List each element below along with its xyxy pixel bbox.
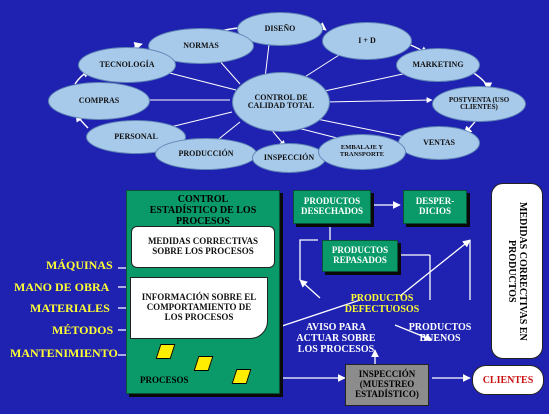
clientes-box: CLIENTES xyxy=(472,365,544,395)
embalaje-label: EMBALAJE Y TRANSPORTE xyxy=(339,144,385,158)
input-metodos: MÉTODOS xyxy=(52,323,114,337)
desperdicios-box: DESPER-DICIOS xyxy=(403,190,467,224)
ellipse-produccion: PRODUCCIÓN xyxy=(155,138,257,170)
ellipse-inspeccion: INSPECCIÓN xyxy=(252,143,326,173)
informacion-box: INFORMACIÓN SOBRE EL COMPORTAMIENTO DE L… xyxy=(130,277,268,339)
productos-buenos-label: PRODUCTOS BUENOS xyxy=(408,322,472,344)
ellipse-ventas: VENTAS xyxy=(398,126,480,160)
normas-label: NORMAS xyxy=(183,40,219,50)
ellipse-compras: COMPRAS xyxy=(48,82,150,120)
tecnologia-label: TECNOLOGÍA xyxy=(99,59,155,69)
input-mantenimiento: MANTENIMIENTO xyxy=(10,346,118,360)
productos-repasados-box: PRODUCTOS REPASADOS xyxy=(322,240,398,272)
ventas-label: VENTAS xyxy=(423,137,455,147)
input-maquinas: MÁQUINAS xyxy=(46,258,113,272)
inspeccion-muestreo-label: INSPECCIÓN (MUESTREO ESTADÍSTICO) xyxy=(355,369,419,399)
input-materiales: MATERIALES xyxy=(30,301,110,315)
postventa-label: POSTVENTA (USO CLIENTES) xyxy=(448,95,510,111)
clientes-label: CLIENTES xyxy=(482,374,534,386)
imasd-label: I + D xyxy=(358,35,376,45)
ellipse-control-calidad-total: CONTROL DE CALIDAD TOTAL xyxy=(232,72,330,132)
ellipse-marketing: MARKETING xyxy=(396,48,480,82)
inspeccion-muestreo-box: INSPECCIÓN (MUESTREO ESTADÍSTICO) xyxy=(345,364,429,406)
medidas-procesos-label: MEDIDAS CORRECTIVAS SOBRE LOS PROCESOS xyxy=(147,236,259,256)
ellipse-tecnologia: TECNOLOGÍA xyxy=(78,47,176,83)
produccion-label: PRODUCCIÓN xyxy=(178,148,234,158)
ellipse-embalaje: EMBALAJE Y TRANSPORTE xyxy=(318,134,406,170)
procesos-label: PROCESOS xyxy=(140,375,189,385)
productos-desechados-label: PRODUCTOS DESECHADOS xyxy=(300,196,363,216)
aviso-label: AVISO PARA ACTUAR SOBRE LOS PROCESOS xyxy=(296,322,376,355)
medidas-productos-label: MEDIDAS CORRECTIVAS EN PRODUCTOS xyxy=(506,201,528,341)
input-mano-de-obra: MANO DE OBRA xyxy=(14,280,110,294)
ellipse-imasd: I + D xyxy=(322,22,412,60)
personal-label: PERSONAL xyxy=(114,131,158,141)
desperdicios-label: DESPER-DICIOS xyxy=(415,196,455,216)
diseno-label: DISEÑO xyxy=(264,23,296,33)
productos-defectuosos-label: PRODUCTOS DEFECTUOSOS xyxy=(344,293,420,315)
center-label: CONTROL DE CALIDAD TOTAL xyxy=(247,92,315,110)
productos-repasados-label: PRODUCTOS REPASADOS xyxy=(331,245,389,265)
medidas-correctivas-productos-box: MEDIDAS CORRECTIVAS EN PRODUCTOS xyxy=(491,183,543,359)
informacion-label: INFORMACIÓN SOBRE EL COMPORTAMIENTO DE L… xyxy=(141,292,257,322)
productos-desechados-box: PRODUCTOS DESECHADOS xyxy=(293,190,371,224)
inspeccion-label: INSPECCIÓN xyxy=(263,152,315,162)
marketing-label: MARKETING xyxy=(412,59,464,69)
control-title: CONTROL ESTADÍSTICO DE LOS PROCESOS xyxy=(149,194,257,227)
medidas-correctivas-procesos-box: MEDIDAS CORRECTIVAS SOBRE LOS PROCESOS xyxy=(131,226,275,268)
compras-label: COMPRAS xyxy=(78,95,120,105)
ellipse-postventa: POSTVENTA (USO CLIENTES) xyxy=(432,86,526,122)
